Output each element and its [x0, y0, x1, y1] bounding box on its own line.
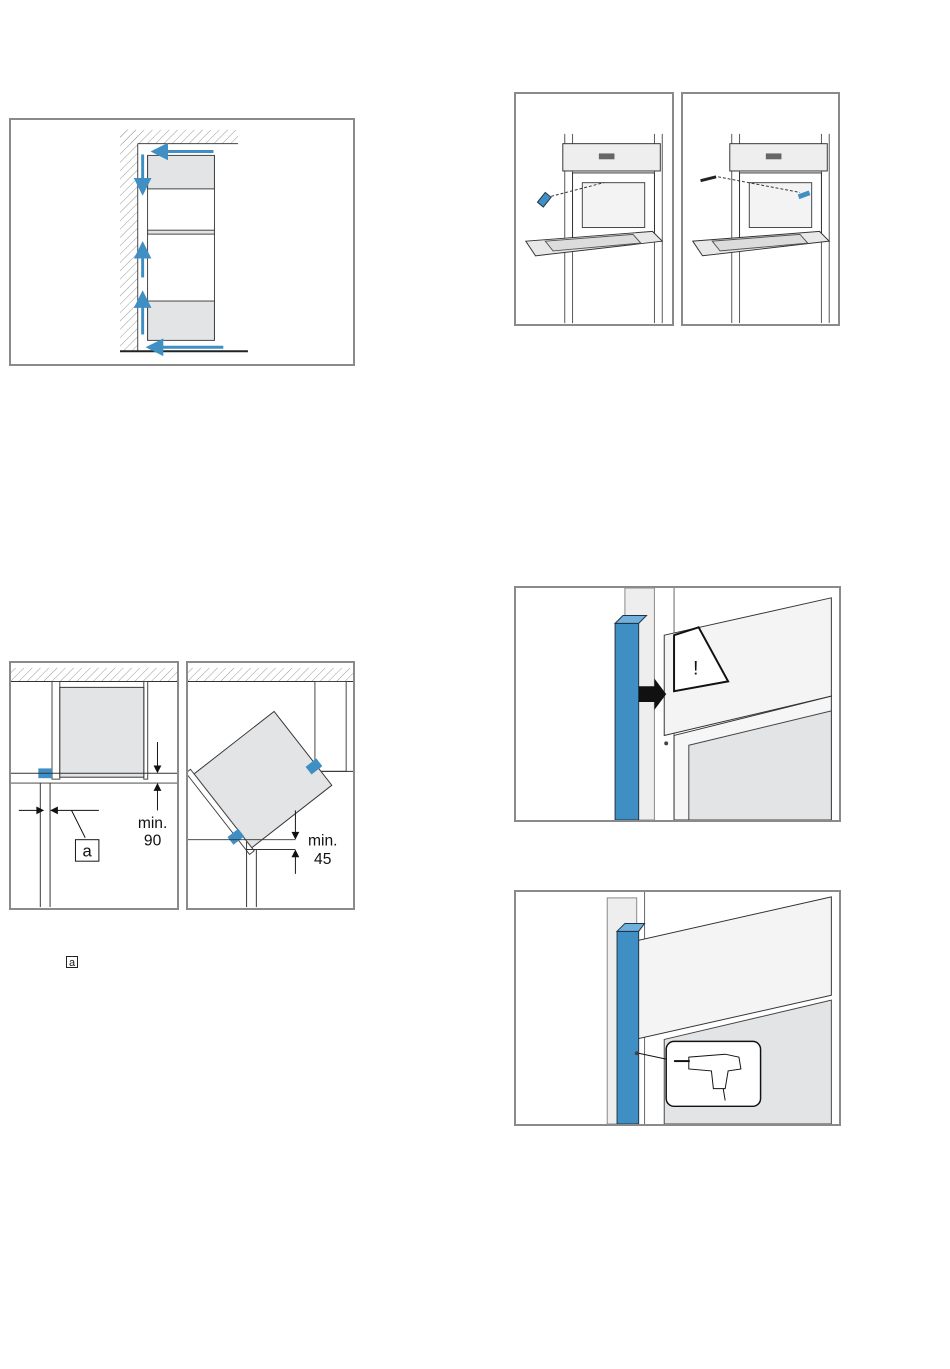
ventilation-figure: [9, 118, 355, 366]
strip-fit-illustration: !: [516, 588, 839, 820]
legend-key-a: a: [66, 956, 78, 968]
tilt-min-label: min.: [308, 833, 338, 850]
warning-icon: !: [693, 658, 698, 680]
strip-drill-figure: [514, 890, 841, 1126]
strip-fit-figure: !: [514, 586, 841, 822]
clearance-illustration-left: a min. 90: [11, 663, 177, 908]
ventilation-illustration: [11, 120, 353, 364]
clearance-min-label: min.: [138, 815, 168, 832]
clearance-illustration-right: min. 45: [188, 663, 353, 908]
screw-step-illustration-right: [683, 94, 838, 324]
clearance-min-value: 90: [144, 833, 162, 850]
screw-step-figure-right: [681, 92, 840, 326]
tilt-min-value: 45: [314, 851, 332, 868]
strip-drill-illustration: [516, 892, 839, 1124]
clearance-figure-left: a min. 90: [9, 661, 179, 910]
screw-step-illustration-left: [516, 94, 672, 324]
label-a: a: [83, 841, 93, 860]
clearance-figure-right: min. 45: [186, 661, 355, 910]
screw-step-figure-left: [514, 92, 674, 326]
